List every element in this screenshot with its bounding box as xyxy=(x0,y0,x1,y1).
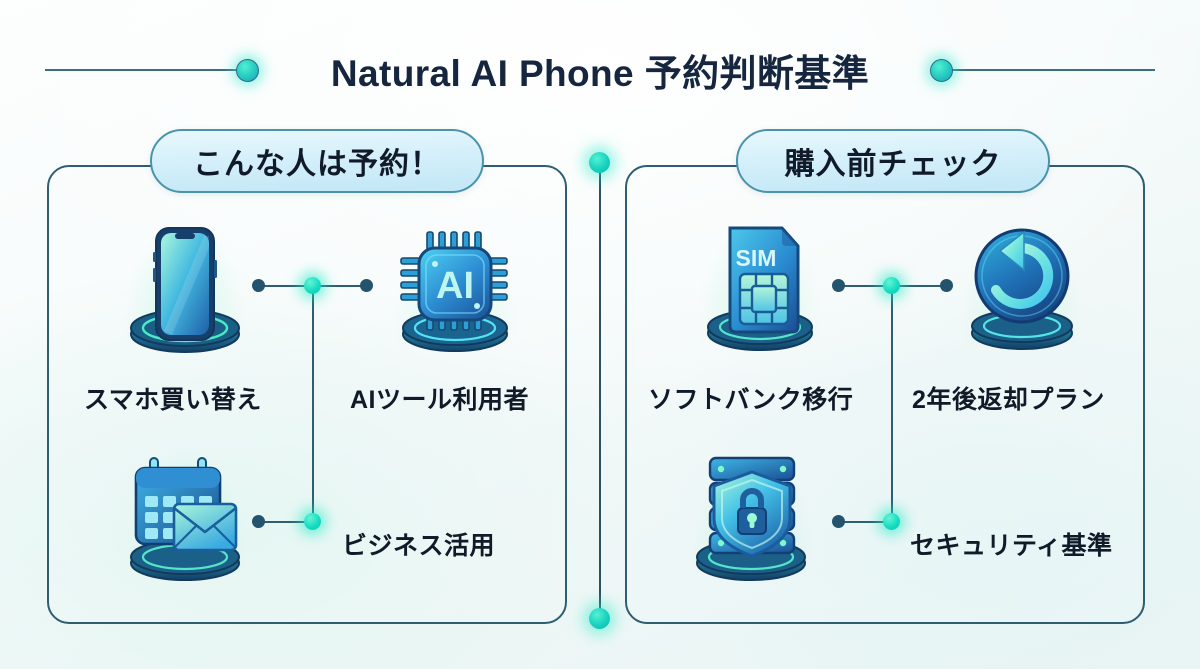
title-rule-right xyxy=(945,69,1155,71)
icon-calendar-mail xyxy=(112,446,258,586)
panel-left-header-label: こんな人は予約！ xyxy=(193,148,441,181)
right-hub-node-top xyxy=(883,277,900,294)
item-label-smartphone: スマホ買い替え xyxy=(84,386,262,414)
ai-chip-icon: AI xyxy=(400,231,508,352)
return-arrow-icon xyxy=(971,228,1073,350)
item-label-softbank: ソフトバンク移行 xyxy=(648,386,854,414)
left-hub-node-bottom xyxy=(304,513,321,530)
icon-return-arrow xyxy=(952,218,1092,358)
ai-chip-icon-text: AI xyxy=(436,265,474,307)
right-node-endpoint-c xyxy=(832,515,845,528)
item-label-ai-tool: AIツール利用者 xyxy=(350,386,530,414)
title-row: Natural AI Phone 予約判断基準 xyxy=(0,38,1200,102)
icon-ai-chip: AI xyxy=(385,218,525,358)
icon-smartphone xyxy=(120,216,250,356)
center-spine-node-bottom xyxy=(589,608,610,629)
icon-server-shield xyxy=(678,446,824,586)
left-node-endpoint-a xyxy=(252,279,265,292)
icon-sim-card: SIM xyxy=(690,216,830,356)
item-label-return-plan: 2年後返却プラン xyxy=(912,386,1105,414)
right-hub-node-bottom xyxy=(883,513,900,530)
left-node-endpoint-c xyxy=(252,515,265,528)
center-spine-line xyxy=(599,166,601,618)
title-node-left xyxy=(236,59,259,82)
panel-right-header: 購入前チェック xyxy=(736,129,1050,193)
right-connector-vertical xyxy=(891,285,893,522)
title-node-right xyxy=(930,59,953,82)
panel-right-header-label: 購入前チェック xyxy=(784,148,1002,181)
left-hub-node-top xyxy=(304,277,321,294)
center-spine-node-top xyxy=(589,152,610,173)
title-rule-left xyxy=(45,69,245,71)
left-node-endpoint-b xyxy=(360,279,373,292)
left-connector-bottom-horizontal xyxy=(258,521,316,523)
panel-left-header: こんな人は予約！ xyxy=(150,129,484,193)
calendar-mail-icon xyxy=(130,457,240,581)
sim-card-icon: SIM xyxy=(707,226,813,351)
smartphone-icon xyxy=(130,227,240,353)
right-node-endpoint-a xyxy=(832,279,845,292)
right-connector-bottom-horizontal xyxy=(838,521,896,523)
page-title: Natural AI Phone 予約判断基準 xyxy=(330,53,870,94)
item-label-security: セキュリティ基準 xyxy=(910,532,1113,560)
sim-card-icon-text: SIM xyxy=(736,245,777,271)
left-connector-vertical xyxy=(312,285,314,522)
right-node-endpoint-b xyxy=(940,279,953,292)
item-label-business: ビジネス活用 xyxy=(342,532,496,560)
server-shield-lock-icon xyxy=(696,456,806,581)
